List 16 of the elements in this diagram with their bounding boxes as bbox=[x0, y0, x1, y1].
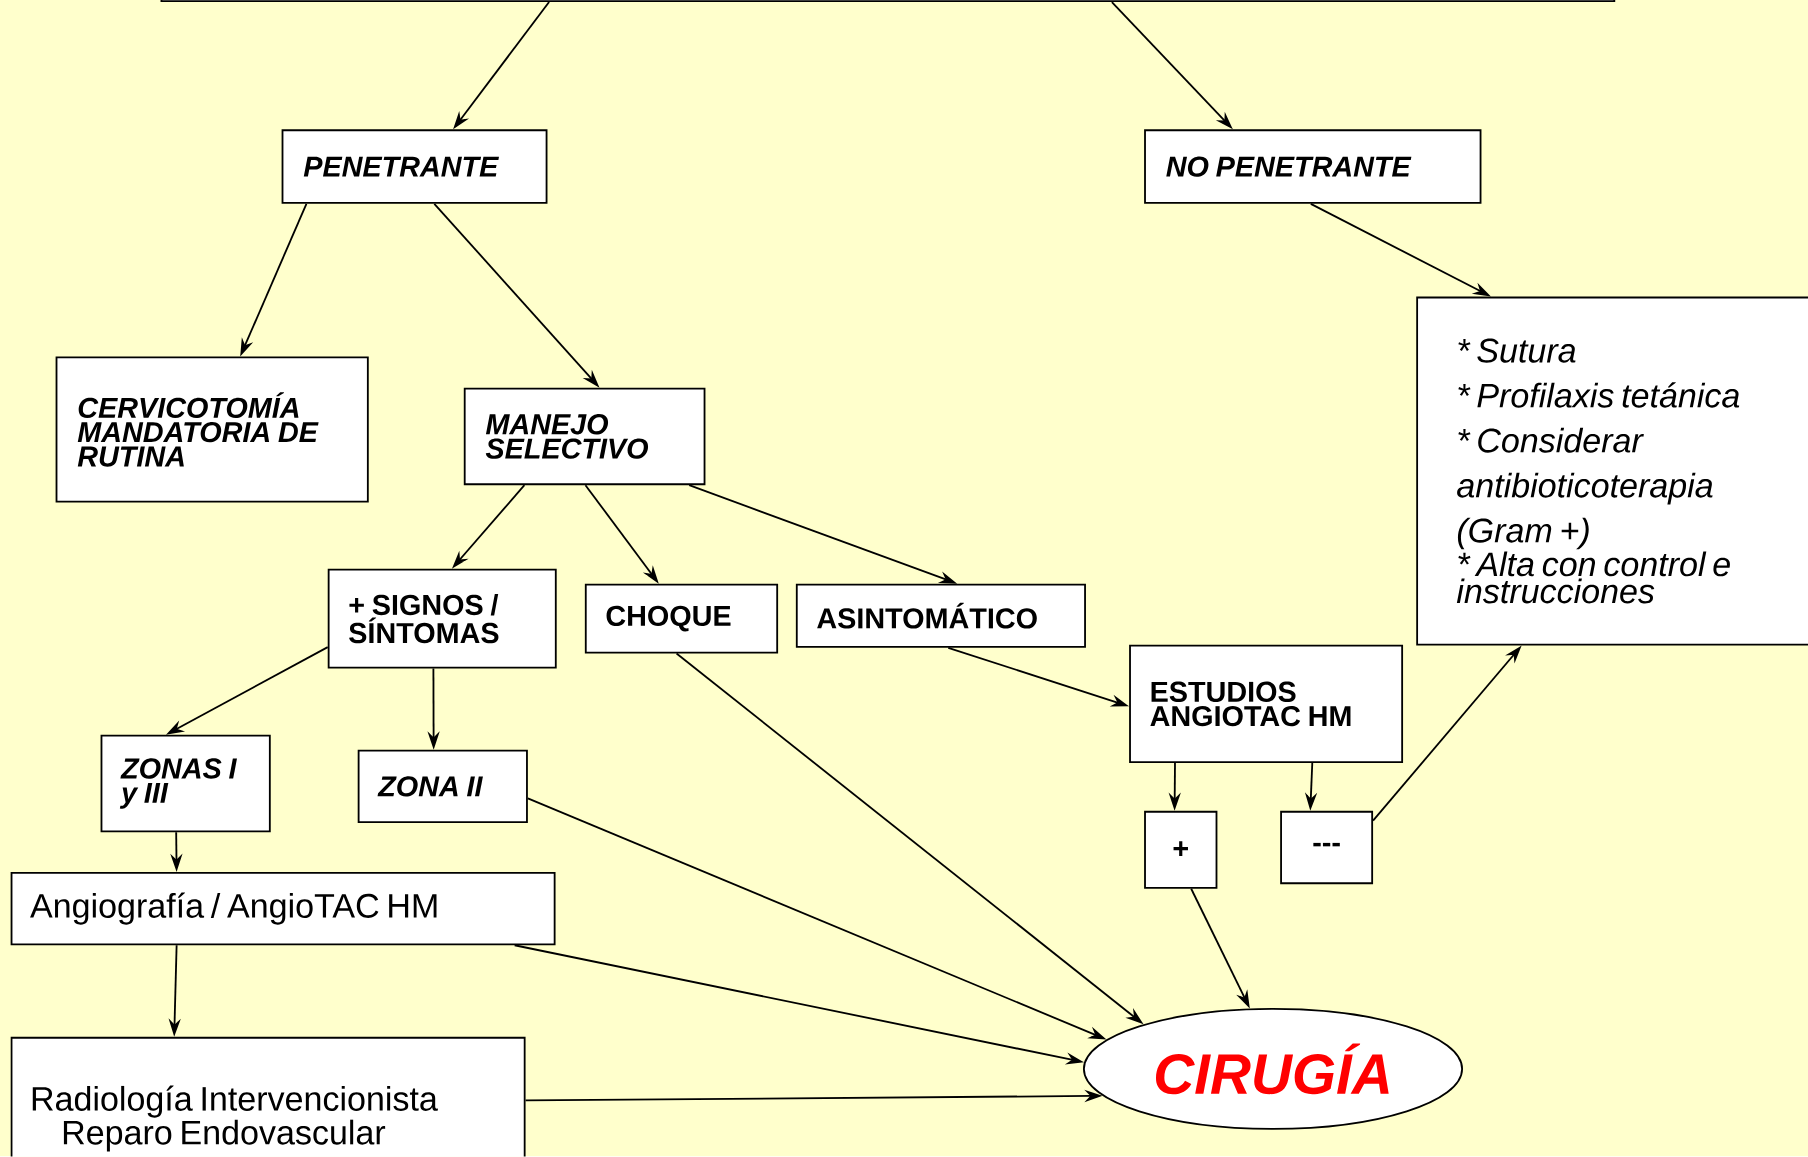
process-box: + SIGNOS / SÍNTOMAS bbox=[327, 568, 557, 669]
process-box: + bbox=[1144, 811, 1218, 889]
process-box: CHOQUE bbox=[584, 583, 779, 654]
process-box: --- bbox=[1280, 811, 1374, 885]
note-box: * Sutura * Profilaxis tetánica * Considerar antibioticoterapia (Gram +) * Alta con control e instrucciones bbox=[1416, 296, 1808, 646]
process-box: ZONA II bbox=[357, 749, 528, 824]
process-box: PENETRANTE bbox=[281, 129, 548, 205]
process-box: NO PENETRANTE bbox=[1144, 129, 1482, 205]
process-box: ASINTOMÁTICO bbox=[795, 583, 1086, 648]
process-box: CERVICOTOMÍA MANDATORIA DE RUTINA bbox=[55, 356, 369, 503]
process-box: Angiografía / AngioTAC HM bbox=[10, 872, 556, 946]
process-box: ESTUDIOS ANGIOTAC HM bbox=[1129, 645, 1404, 764]
process-box: Radiología Intervencionista Reparo Endovascular bbox=[10, 1037, 526, 1157]
process-box: MANEJO SELECTIVO bbox=[463, 387, 706, 486]
cut-off-box bbox=[160, 0, 1616, 3]
process-box: ZONAS I y III bbox=[100, 734, 271, 833]
